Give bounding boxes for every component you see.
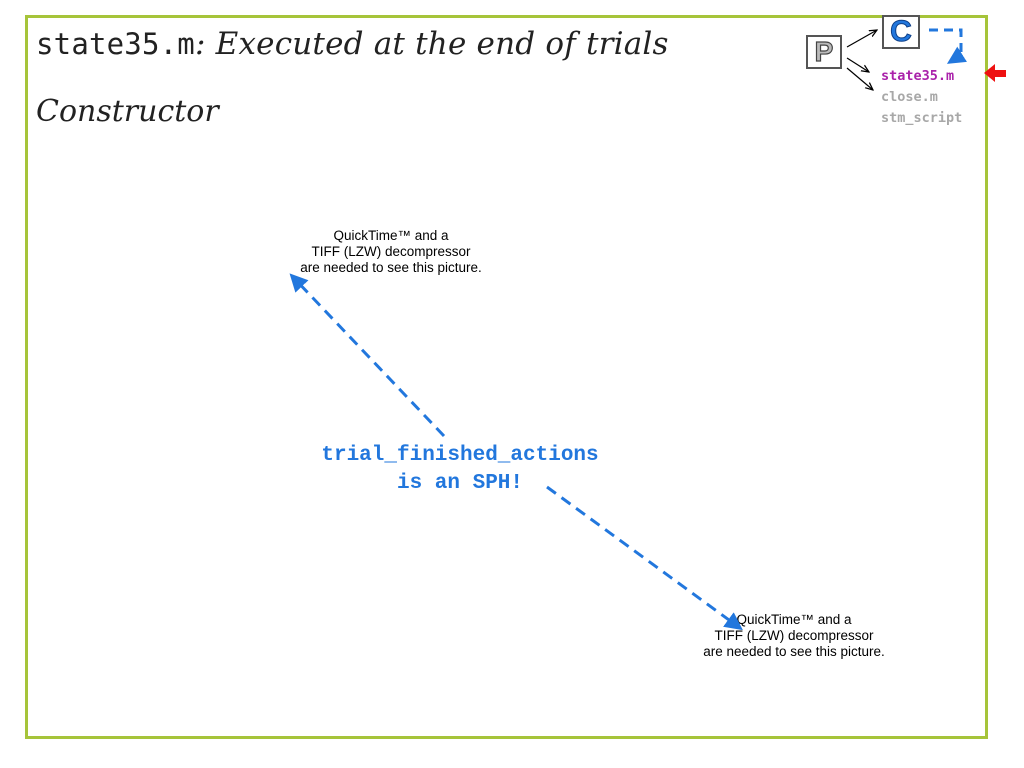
image-placeholder-top: QuickTime™ and a TIFF (LZW) decompressor… (271, 228, 511, 276)
nav-p-box[interactable]: P (806, 35, 842, 69)
callout-line-1: trial_finished_actions (321, 444, 599, 467)
nav-loop-arrow (929, 28, 967, 64)
placeholder-line: TIFF (LZW) decompressor (714, 628, 874, 643)
placeholder-line: are needed to see this picture. (703, 644, 885, 659)
nav-file-list: state35.m close.m stm_script (881, 66, 962, 129)
image-placeholder-bottom: QuickTime™ and a TIFF (LZW) decompressor… (674, 612, 914, 660)
slide-subtitle: Constructor (36, 94, 219, 129)
nav-file-stm-script[interactable]: stm_script (881, 110, 963, 126)
nav-c-box[interactable]: C (882, 15, 920, 49)
placeholder-line: TIFF (LZW) decompressor (311, 244, 471, 259)
nav-arrow-to-c (846, 30, 877, 48)
callout-text: trial_finished_actions is an SPH! (250, 442, 670, 498)
dashed-arrow-down (546, 485, 743, 631)
slide-frame (25, 15, 988, 739)
nav-file-state35[interactable]: state35.m (881, 68, 955, 84)
callout-line-2: is an SPH! (396, 472, 524, 495)
placeholder-line: are needed to see this picture. (300, 260, 482, 275)
nav-p-label: P (814, 36, 834, 67)
nav-file-close[interactable]: close.m (881, 89, 938, 105)
slide-title: state35.m: Executed at the end of trials (36, 26, 669, 62)
title-description: : Executed at the end of trials (194, 26, 669, 62)
nav-c-label: C (890, 15, 913, 48)
placeholder-line: QuickTime™ and a (736, 612, 852, 627)
placeholder-line: QuickTime™ and a (333, 228, 449, 243)
nav-arrow-to-close (846, 67, 873, 90)
nav-arrow-to-state (846, 57, 869, 72)
dashed-arrow-up (289, 273, 446, 438)
pointer-arrow-icon (984, 64, 1006, 82)
title-filename: state35.m (36, 27, 195, 61)
